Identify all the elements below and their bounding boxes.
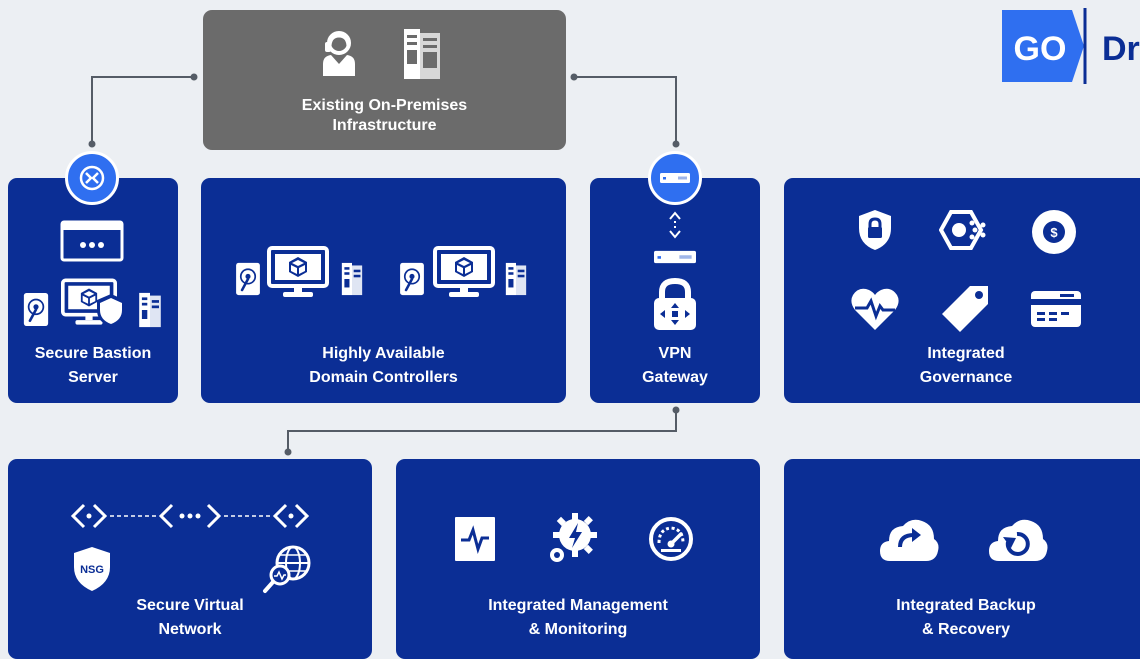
hard-disk-icon [235,262,261,296]
governance-label-line2: Governance [919,369,1013,386]
governance-label-line1: Integrated [927,345,1005,362]
hard-disk-icon [23,292,49,327]
vpn-label-line1: VPN [658,345,692,362]
vnet-endpoints-icon [70,501,310,531]
virtual-network-card: NSG Secure Virtual Network [8,459,372,659]
cloud-backup-icon [878,515,940,563]
vpn-label-line2: Gateway [642,369,708,386]
backup-card: Integrated Backup & Recovery [784,459,1140,659]
vertical-arrows-icon [668,210,682,240]
server-tower-icon [403,28,441,80]
backup-label-line1: Integrated Backup [896,597,1036,614]
monitor-cube-icon [267,246,329,298]
lock-network-icon [652,278,698,332]
nsg-text: NSG [80,564,104,576]
server-tower-icon [138,292,162,328]
heart-pulse-icon [849,286,901,332]
browser-window-icon [60,220,124,262]
onprem-infrastructure-box: Existing On-Premises Infrastructure [203,10,566,150]
tag-icon [936,282,992,338]
monitor-cube-shield-icon [61,276,127,328]
logo-text: Dr [1102,30,1140,68]
hexagon-cluster-icon [939,208,987,252]
security-shield-icon [857,208,893,252]
bastion-label-line2: Server [68,369,118,386]
onprem-label-line1: Existing On-Premises [301,97,468,114]
cloud-recovery-icon [987,515,1049,563]
vpn-gateway-card: VPN Gateway [590,178,760,403]
domain-controllers-card: Highly Available Domain Controllers [201,178,566,403]
onprem-label-line2: Infrastructure [332,117,437,134]
dc-label-line1: Highly Available [322,345,445,362]
secure-bastion-card: Secure Bastion Server [8,178,178,403]
activity-monitor-icon [453,515,497,563]
cost-coin-icon: $ [1030,208,1078,256]
nsg-shield-icon: NSG [72,545,112,593]
network-watcher-icon [262,543,314,595]
server-tower-icon [505,262,527,296]
server-tower-icon [341,262,363,296]
bastion-label-line1: Secure Bastion [34,345,152,362]
network-appliance-icon [651,250,699,264]
logo-mark: GO [1014,30,1067,68]
hard-disk-icon [399,262,425,296]
backup-label-line2: & Recovery [921,621,1011,638]
automation-gear-icon [545,511,601,567]
network-appliance-icon [648,151,702,205]
brand-logo: GO Dr [996,6,1140,91]
monitoring-label-line2: & Monitoring [528,621,628,638]
svg-text:$: $ [1050,225,1058,240]
dc-label-line2: Domain Controllers [309,369,458,386]
remote-connect-icon [65,151,119,205]
credit-card-icon [1030,290,1082,328]
governance-card: $ Integrated Governance [784,178,1140,403]
monitoring-label-line1: Integrated Management [488,597,668,614]
vnet-label-line1: Secure Virtual [136,597,244,614]
monitoring-card: Integrated Management & Monitoring [396,459,760,659]
monitor-cube-icon [433,246,495,298]
user-headset-icon [321,28,357,78]
dashboard-gauge-icon [647,515,695,563]
vnet-label-line2: Network [158,621,222,638]
